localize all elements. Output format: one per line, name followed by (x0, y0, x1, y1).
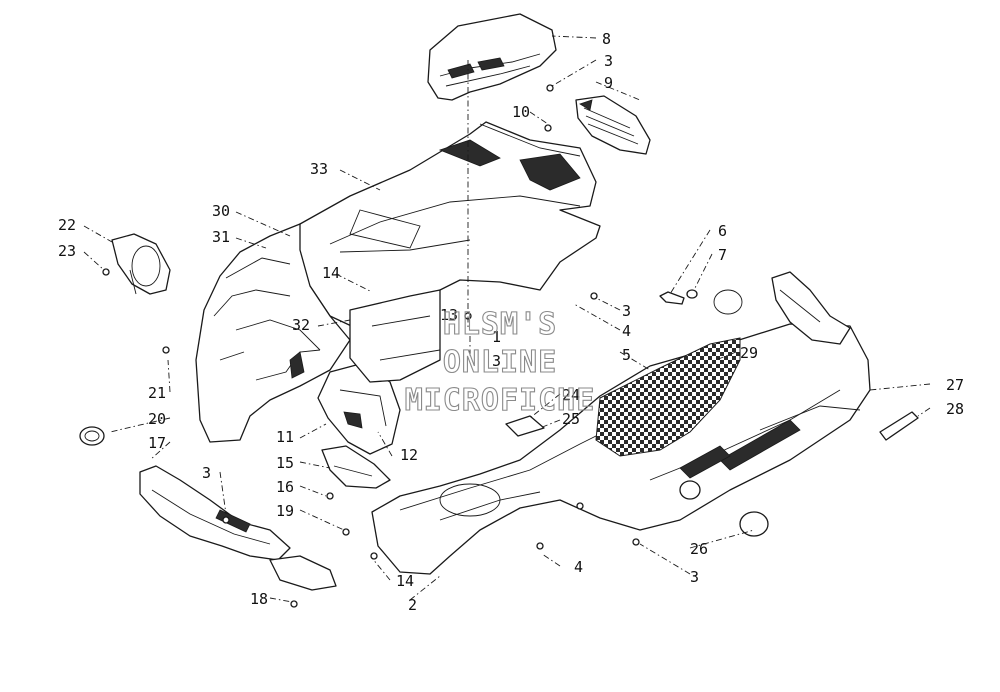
callout-24: 24 (562, 386, 580, 404)
callout-14: 14 (396, 572, 414, 590)
callout-13: 13 (440, 306, 458, 324)
callout-29: 29 (740, 344, 758, 362)
callout-4: 4 (574, 558, 583, 576)
fastener-screws (102, 84, 640, 608)
callout-28: 28 (946, 400, 964, 418)
callout-14: 14 (322, 264, 340, 282)
callout-20: 20 (148, 410, 166, 428)
callout-26: 26 (690, 540, 708, 558)
watermark-line-1: HLSM'S (443, 307, 557, 342)
part-20-grommet (79, 426, 105, 446)
callout-3: 3 (492, 352, 501, 370)
callout-33: 33 (310, 160, 328, 178)
callout-30: 30 (212, 202, 230, 220)
callout-32: 32 (292, 316, 310, 334)
part-26-plug (679, 480, 769, 537)
part-28-plate (879, 411, 919, 441)
callout-22: 22 (58, 216, 76, 234)
callout-16: 16 (276, 478, 294, 496)
callout-3: 3 (622, 302, 631, 320)
callout-numbers: 8 3 9 10 33 30 31 22 23 14 32 13 1 3 21 … (58, 30, 964, 614)
callout-3: 3 (690, 568, 699, 586)
callout-3: 3 (202, 464, 211, 482)
part-17-front-bumper (139, 465, 291, 561)
callout-23: 23 (58, 242, 76, 260)
watermark-line-3: MICROFICHE (405, 383, 596, 418)
part-15-bracket (321, 445, 391, 489)
callout-2: 2 (408, 596, 417, 614)
watermark: HLSM'S ONLINE MICROFICHE (404, 306, 596, 418)
callout-19: 19 (276, 502, 294, 520)
part-30-31-left-side-panel (195, 223, 351, 443)
callout-6: 6 (718, 222, 727, 240)
callout-18: 18 (250, 590, 268, 608)
callout-25: 25 (562, 410, 580, 428)
part-5-floorboard (595, 337, 741, 457)
part-29-right-rail (771, 271, 851, 345)
callout-1: 1 (492, 328, 501, 346)
callout-21: 21 (148, 384, 166, 402)
part-6-bolt (659, 291, 685, 305)
callout-5: 5 (622, 346, 631, 364)
callout-8: 8 (602, 30, 611, 48)
callout-12: 12 (400, 446, 418, 464)
callout-3: 3 (604, 52, 613, 70)
callout-7: 7 (718, 246, 727, 264)
callout-17: 17 (148, 434, 166, 452)
part-24-25-pad (505, 415, 545, 437)
part-13-console-tray (349, 289, 441, 383)
part-18-bumper-bracket (269, 555, 337, 591)
part-9-vent-grille (575, 95, 651, 155)
watermark-line-2: ONLINE (443, 345, 557, 380)
callout-9: 9 (604, 74, 613, 92)
callout-31: 31 (212, 228, 230, 246)
callout-4: 4 (622, 322, 631, 340)
callout-10: 10 (512, 103, 530, 121)
callout-11: 11 (276, 428, 294, 446)
part-8-storage-lid (427, 13, 557, 101)
part-7-washer (686, 289, 743, 315)
callout-15: 15 (276, 454, 294, 472)
part-33-hood-panel (289, 121, 601, 331)
leader-lines (83, 35, 931, 603)
part-22-light-housing (111, 233, 171, 295)
callout-27: 27 (946, 376, 964, 394)
